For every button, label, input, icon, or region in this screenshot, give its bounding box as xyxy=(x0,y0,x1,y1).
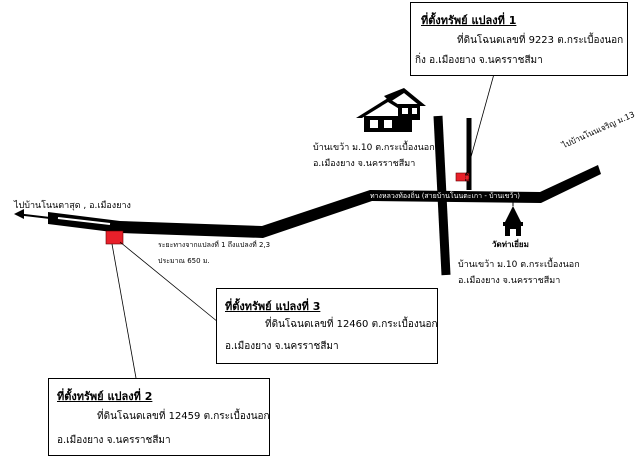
arrow-right-icon xyxy=(579,158,606,173)
village-bottom-line1: บ้านเขว้า ม.10 ต.กระเบื้องนอก xyxy=(458,260,580,270)
parcel3-box: ที่ตั้งทรัพย์ แปลงที่ 3 ที่ดินโฉนดเลขที่… xyxy=(216,288,438,364)
house-icon xyxy=(356,88,426,132)
parcel1-line1: ที่ดินโฉนดเลขที่ 9223 ต.กระเบื้องนอก xyxy=(457,35,624,46)
village-bottom-line2: อ.เมืองยาง จ.นครราชสีมา xyxy=(458,276,561,286)
parcel2-line2: อ.เมืองยาง จ.นครราชสีมา xyxy=(57,435,171,446)
leader-line-parcel3 xyxy=(119,241,219,323)
parcel3-line1: ที่ดินโฉนดเลขที่ 12460 ต.กระเบื้องนอก xyxy=(265,319,438,330)
leader-line-parcel2 xyxy=(111,243,137,379)
main-road xyxy=(48,165,601,238)
small-road-label: ซ.1 xyxy=(463,172,470,182)
to-left-label: ไปบ้านโนนตาสุด , อ.เมืองยาง xyxy=(14,201,131,211)
property-marker-icon xyxy=(105,230,124,245)
temple-icon xyxy=(503,200,523,236)
parcel2-box: ที่ตั้งทรัพย์ แปลงที่ 2 ที่ดินโฉนดเลขที่… xyxy=(48,378,270,456)
leader-line-parcel1 xyxy=(465,73,495,176)
highway-label: ทางหลวงท้องถิ่น (สายบ้านโนนตะเกา - บ้านเ… xyxy=(370,192,520,200)
parcel1-title: ที่ตั้งทรัพย์ แปลงที่ 1 xyxy=(421,14,517,27)
parcel1-box: ที่ตั้งทรัพย์ แปลงที่ 1 ที่ดินโฉนดเลขที่… xyxy=(410,2,628,76)
parcel2-title: ที่ตั้งทรัพย์ แปลงที่ 2 xyxy=(57,390,153,403)
road-centre-line xyxy=(57,217,111,225)
arrow-left-icon xyxy=(14,209,51,219)
property-marker-icon xyxy=(455,172,470,182)
side-road-1 xyxy=(433,115,451,276)
distance-line2: ประมาณ 650 ม. xyxy=(158,257,210,265)
village-top-line1: บ้านเขว้า ม.10 ต.กระเบื้องนอก xyxy=(313,143,435,153)
village-top-line2: อ.เมืองยาง จ.นครราชสีมา xyxy=(313,159,416,169)
parcel2-line1: ที่ดินโฉนดเลขที่ 12459 ต.กระเบื้องนอก xyxy=(97,411,270,422)
parcel1-line2: กิ่ง อ.เมืองยาง จ.นครราชสีมา xyxy=(415,55,543,66)
distance-line1: ระยะทางจากแปลงที่ 1 ถึงแปลงที่ 2,3 xyxy=(158,241,271,249)
parcel3-title: ที่ตั้งทรัพย์ แปลงที่ 3 xyxy=(225,300,321,313)
parcel3-line2: อ.เมืองยาง จ.นครราชสีมา xyxy=(225,341,339,352)
temple-label: วัดท่าเยี่ยม xyxy=(492,240,529,249)
